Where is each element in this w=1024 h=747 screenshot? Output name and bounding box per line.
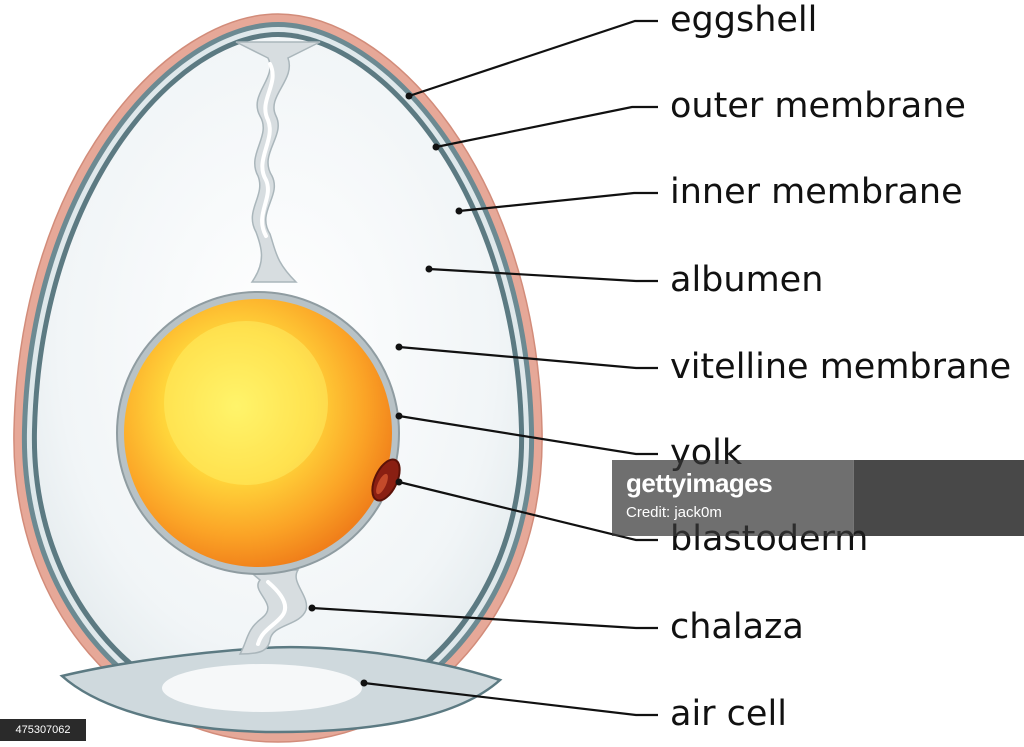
leader-eggshell — [408, 19, 658, 98]
leader-inner-membrane — [458, 191, 658, 213]
yolk-shape — [124, 299, 392, 567]
stock-id-badge: 475307062 — [0, 719, 86, 741]
label-outer-membrane: outer membrane — [670, 86, 966, 126]
chalaza-bottom-shape — [238, 569, 308, 655]
label-vitelline-membrane: vitelline membrane — [670, 347, 1012, 387]
leader-lines — [311, 19, 658, 717]
leader-yolk — [398, 414, 658, 456]
leader-vitelline-membrane — [398, 345, 658, 370]
leader-blastoderm — [398, 480, 658, 542]
label-eggshell: eggshell — [670, 0, 818, 40]
watermark-decoration — [853, 460, 1024, 536]
label-inner-membrane: inner membrane — [670, 172, 963, 212]
chalaza-top-shape — [235, 41, 321, 283]
leader-outer-membrane — [435, 105, 658, 149]
label-air-cell: air cell — [670, 694, 787, 734]
label-albumen: albumen — [670, 260, 824, 300]
label-chalaza: chalaza — [670, 607, 804, 647]
watermark-brand: gettyimages — [626, 468, 773, 498]
leader-albumen — [428, 267, 658, 283]
watermark-banner: gettyimages Credit: jack0m — [612, 460, 1024, 536]
watermark-credit: Credit: jack0m — [626, 504, 722, 521]
leader-air-cell — [363, 681, 658, 717]
leader-chalaza — [311, 606, 658, 630]
